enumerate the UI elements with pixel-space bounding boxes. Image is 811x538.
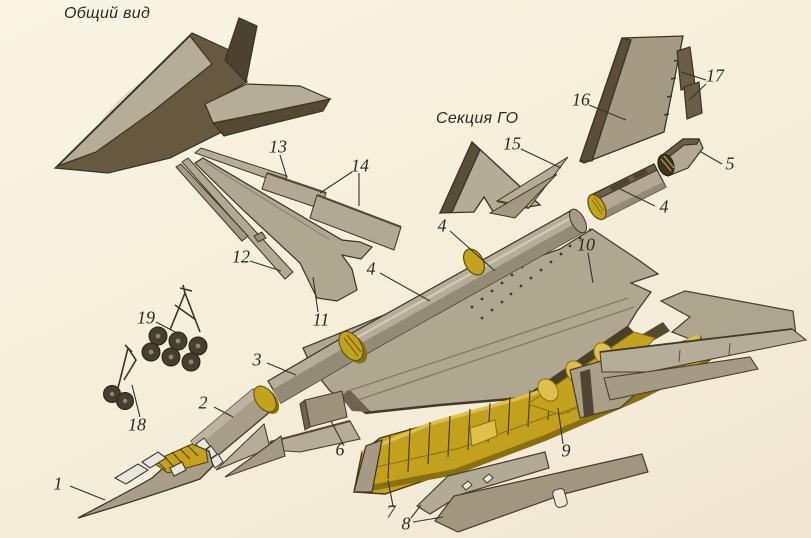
forward-fuselage-tube-3: [267, 331, 368, 404]
access-panels-6: [269, 390, 361, 453]
callout-part-2: 2: [198, 392, 208, 413]
callout-part-4-forward: 4: [366, 258, 376, 279]
diagram-title: Общий вид: [64, 5, 151, 22]
callout-part-7: 7: [386, 501, 396, 522]
wing-panel-11: [194, 157, 374, 302]
callout-part-1: 1: [53, 473, 63, 494]
section-go-label: Секция ГО: [436, 110, 519, 127]
callout-part-16: 16: [572, 89, 590, 110]
callout-part-3: 3: [252, 349, 262, 370]
main-landing-gear-19: [141, 284, 208, 372]
callout-part-18: 18: [128, 414, 146, 435]
glove-triangles: [215, 422, 286, 478]
nose-section-1: [77, 443, 214, 519]
callout-part-19: 19: [137, 307, 155, 328]
tail-cone-5: [657, 138, 704, 177]
callout-part-8: 8: [401, 513, 411, 534]
callout-part-13: 13: [269, 136, 287, 157]
flap-panels-14: [261, 171, 402, 251]
callout-part-4-rear: 4: [659, 196, 669, 217]
belly-panel-8a: [416, 451, 550, 515]
stabilizer-panels-15: [488, 156, 569, 219]
overview-aircraft: [53, 17, 332, 174]
belly-panel-8b: [434, 453, 649, 533]
callout-part-6: 6: [335, 439, 345, 460]
callout-part-15: 15: [503, 133, 521, 154]
leader-lines: [69, 71, 723, 523]
callout-part-14: 14: [351, 155, 369, 176]
callout-part-5: 5: [725, 153, 735, 174]
center-fuselage-tube-4: [351, 208, 587, 356]
callout-part-9: 9: [561, 440, 571, 461]
callout-part-17: 17: [706, 65, 724, 86]
wing-strip-13: [194, 147, 288, 185]
rudder-segments-17: [676, 46, 703, 120]
slat-strips-12: [175, 157, 294, 280]
side-wedge-panels: [599, 328, 808, 401]
vertical-fin-16: [579, 35, 684, 164]
rear-fuselage-segment-4: [587, 163, 667, 221]
callout-part-11: 11: [312, 309, 330, 330]
nose-landing-gear-18: [103, 344, 137, 410]
cockpit-section-2: [190, 385, 280, 469]
callout-part-4-center: 4: [437, 215, 447, 236]
callout-part-12: 12: [232, 246, 250, 267]
callout-part-10: 10: [577, 234, 595, 255]
